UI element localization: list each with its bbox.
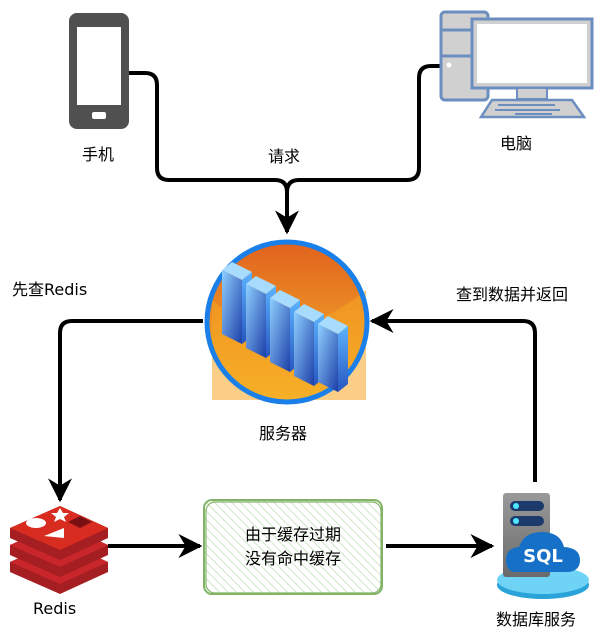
- sql-text: SQL: [523, 546, 563, 567]
- server-label: 服务器: [259, 424, 308, 443]
- desktop-computer-icon[interactable]: [439, 10, 594, 119]
- edge-check-redis: [48, 319, 203, 503]
- edge-check-redis-label: 先查Redis: [12, 280, 88, 299]
- edge-request-label: 请求: [268, 147, 301, 166]
- cache-miss-line-1: 由于缓存过期: [244, 525, 341, 544]
- edge-request: [127, 64, 440, 235]
- mobile-phone-icon[interactable]: [69, 13, 129, 129]
- redis-label: Redis: [33, 599, 77, 618]
- database-label: 数据库服务: [496, 610, 577, 629]
- cache-miss-text: 由于缓存过期 没有命中缓存: [204, 500, 382, 594]
- cache-miss-box[interactable]: [203, 499, 383, 595]
- edge-db-return-label: 查到数据并返回: [456, 285, 569, 304]
- cache-miss-line-2: 没有命中缓存: [244, 549, 341, 568]
- edge-db-return: [369, 309, 537, 482]
- redis-logo-icon[interactable]: [10, 506, 108, 594]
- server-rack-icon[interactable]: [204, 239, 370, 405]
- sql-database-icon[interactable]: SQL: [497, 493, 589, 599]
- phone-label: 手机: [82, 145, 115, 164]
- computer-label: 电脑: [500, 134, 533, 153]
